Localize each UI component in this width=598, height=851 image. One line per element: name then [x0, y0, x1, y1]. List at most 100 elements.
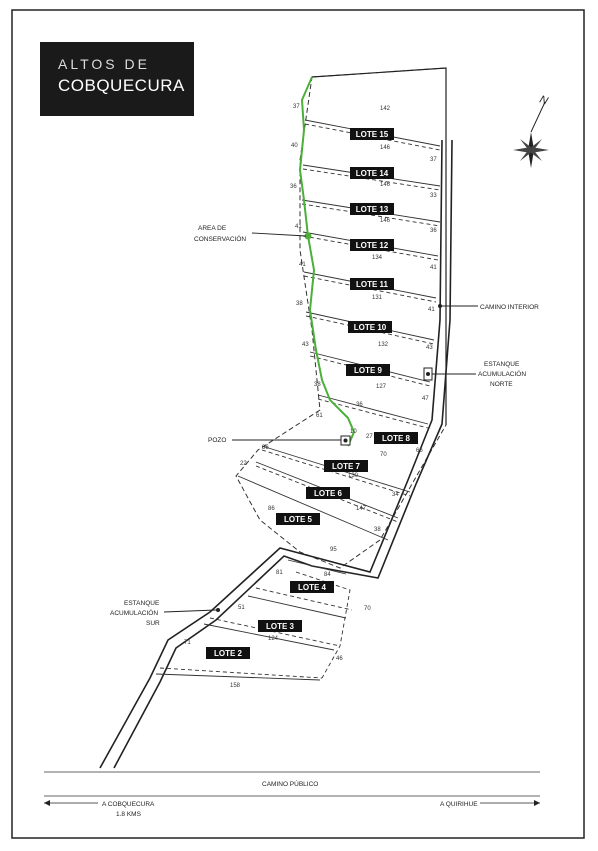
measurement-label: 71 [184, 640, 191, 646]
camino-interior-road [99, 139, 443, 769]
lot-label-lote-9: LOTE 9 [346, 364, 390, 376]
left-arrow-icon [44, 800, 50, 806]
left-dest-2: 1.8 KMS [116, 811, 142, 818]
measurement-label: 61 [316, 413, 323, 419]
measurement-label: 47 [422, 396, 429, 402]
measurement-label: 158 [230, 683, 241, 689]
north-label: N [538, 94, 550, 108]
measurement-label: 132 [378, 342, 389, 348]
measurement-label: 134 [372, 255, 383, 261]
svg-text:LOTE 3: LOTE 3 [266, 622, 295, 631]
measurement-label: 38 [374, 527, 381, 533]
logo: ALTOS DE COBQUECURA [40, 42, 194, 116]
svg-text:LOTE 4: LOTE 4 [298, 583, 327, 592]
measurement-label: 37 [293, 104, 300, 110]
measurement-label: 124 [268, 636, 279, 642]
measurement-label: 146 [380, 145, 391, 151]
lot-label-lote-8: LOTE 8 [374, 432, 418, 444]
measurement-label: 38 [296, 301, 303, 307]
lot-dividers [155, 119, 441, 681]
measurement-label: 37 [430, 157, 437, 163]
compass-icon [513, 101, 549, 168]
measurement-label: 146 [380, 218, 391, 224]
svg-text:LOTE 5: LOTE 5 [284, 515, 313, 524]
measurement-label: 41 [428, 307, 435, 313]
lot-label-lote-5: LOTE 5 [276, 513, 320, 525]
estanque-norte-label-3: NORTE [490, 381, 513, 388]
svg-text:LOTE 6: LOTE 6 [314, 489, 343, 498]
lot-label-lote-2: LOTE 2 [206, 647, 250, 659]
pozo-label: POZO [208, 437, 226, 444]
lot-label-lote-10: LOTE 10 [348, 321, 392, 333]
measurement-label: 84 [324, 572, 331, 578]
measurement-label: 147 [356, 506, 367, 512]
svg-text:LOTE 9: LOTE 9 [354, 366, 383, 375]
measurement-label: 70 [364, 606, 371, 612]
svg-text:LOTE 15: LOTE 15 [356, 130, 389, 139]
svg-text:LOTE 11: LOTE 11 [356, 280, 389, 289]
measurement-label: 41 [430, 265, 437, 271]
measurement-label: 43 [426, 345, 433, 351]
measurement-label: 70 [380, 452, 387, 458]
svg-text:LOTE 7: LOTE 7 [332, 462, 361, 471]
lot-label-lote-11: LOTE 11 [350, 278, 394, 290]
measurement-label: 34 [392, 492, 399, 498]
leader-lines [163, 232, 478, 613]
lot-label-lote-6: LOTE 6 [306, 487, 350, 499]
estanque-sur-dot [216, 608, 220, 612]
measurement-label: 36 [356, 402, 363, 408]
lot-label-lote-13: LOTE 13 [350, 203, 394, 215]
estanque-sur-label-2: ACUMULACIÓN [110, 608, 158, 617]
lot-label-lote-12: LOTE 12 [350, 239, 394, 251]
lot-label-lote-14: LOTE 14 [350, 167, 394, 179]
left-dest-1: A COBQUECURA [102, 801, 155, 808]
measurement-label: 130 [348, 473, 359, 479]
measurement-label: 36 [290, 184, 297, 190]
svg-text:LOTE 2: LOTE 2 [214, 649, 243, 658]
right-dest: A QUIRIHUE [440, 801, 478, 808]
measurement-label: 51 [238, 605, 245, 611]
measurement-label: 127 [376, 384, 387, 390]
lot-label-lote-7: LOTE 7 [324, 460, 368, 472]
measurement-label: 27 [366, 434, 373, 440]
measurement-label: 38 [314, 382, 321, 388]
lot-labels: LOTE 15 LOTE 14 LOTE 13 LOTE 12 LOTE 11 LOTE … [206, 128, 418, 659]
estanque-sur-label-1: ESTANQUE [124, 600, 160, 607]
svg-text:LOTE 13: LOTE 13 [356, 205, 389, 214]
lot-label-lote-3: LOTE 3 [258, 620, 302, 632]
measurement-label: 40 [291, 143, 298, 149]
estanque-norte-dot [426, 372, 430, 376]
conservation-marker [304, 232, 312, 240]
estanque-norte-label-1: ESTANQUE [484, 361, 520, 368]
property-boundary [235, 67, 447, 569]
measurement-label: 33 [430, 193, 437, 199]
camino-interior-label: CAMINO INTERIOR [480, 304, 539, 311]
measurement-label: 131 [372, 295, 383, 301]
lot-label-lote-15: LOTE 15 [350, 128, 394, 140]
measurement-label: 81 [276, 570, 283, 576]
estanque-norte-label-2: ACUMULACIÓN [478, 369, 526, 378]
measurement-label: 36 [262, 445, 269, 451]
measurement-label: 142 [380, 106, 391, 112]
measurement-label: 146 [380, 182, 391, 188]
pozo-dot [343, 438, 348, 443]
measurements: 142 37 146 40 37 36 146 33 146 41 36 134 41 41 131 38 41… [184, 104, 437, 689]
right-arrow-icon [534, 800, 540, 806]
svg-text:LOTE 8: LOTE 8 [382, 434, 411, 443]
measurement-label: 86 [268, 506, 275, 512]
measurement-label: 95 [330, 547, 337, 553]
measurement-label: 36 [430, 228, 437, 234]
lot-label-lote-4: LOTE 4 [290, 581, 334, 593]
measurement-label: 22 [240, 461, 247, 467]
measurement-label: 41 [295, 224, 302, 230]
measurement-label: 43 [302, 342, 309, 348]
estanque-sur-label-3: SUR [146, 620, 160, 627]
logo-line-1: ALTOS DE [58, 56, 150, 72]
conservation-label-1: AREA DE [198, 225, 227, 232]
conservation-label-2: CONSERVACIÓN [194, 234, 246, 243]
camino-publico-label: CAMINO PÚBLICO [262, 779, 318, 788]
measurement-label: 41 [299, 262, 306, 268]
svg-text:LOTE 10: LOTE 10 [354, 323, 387, 332]
